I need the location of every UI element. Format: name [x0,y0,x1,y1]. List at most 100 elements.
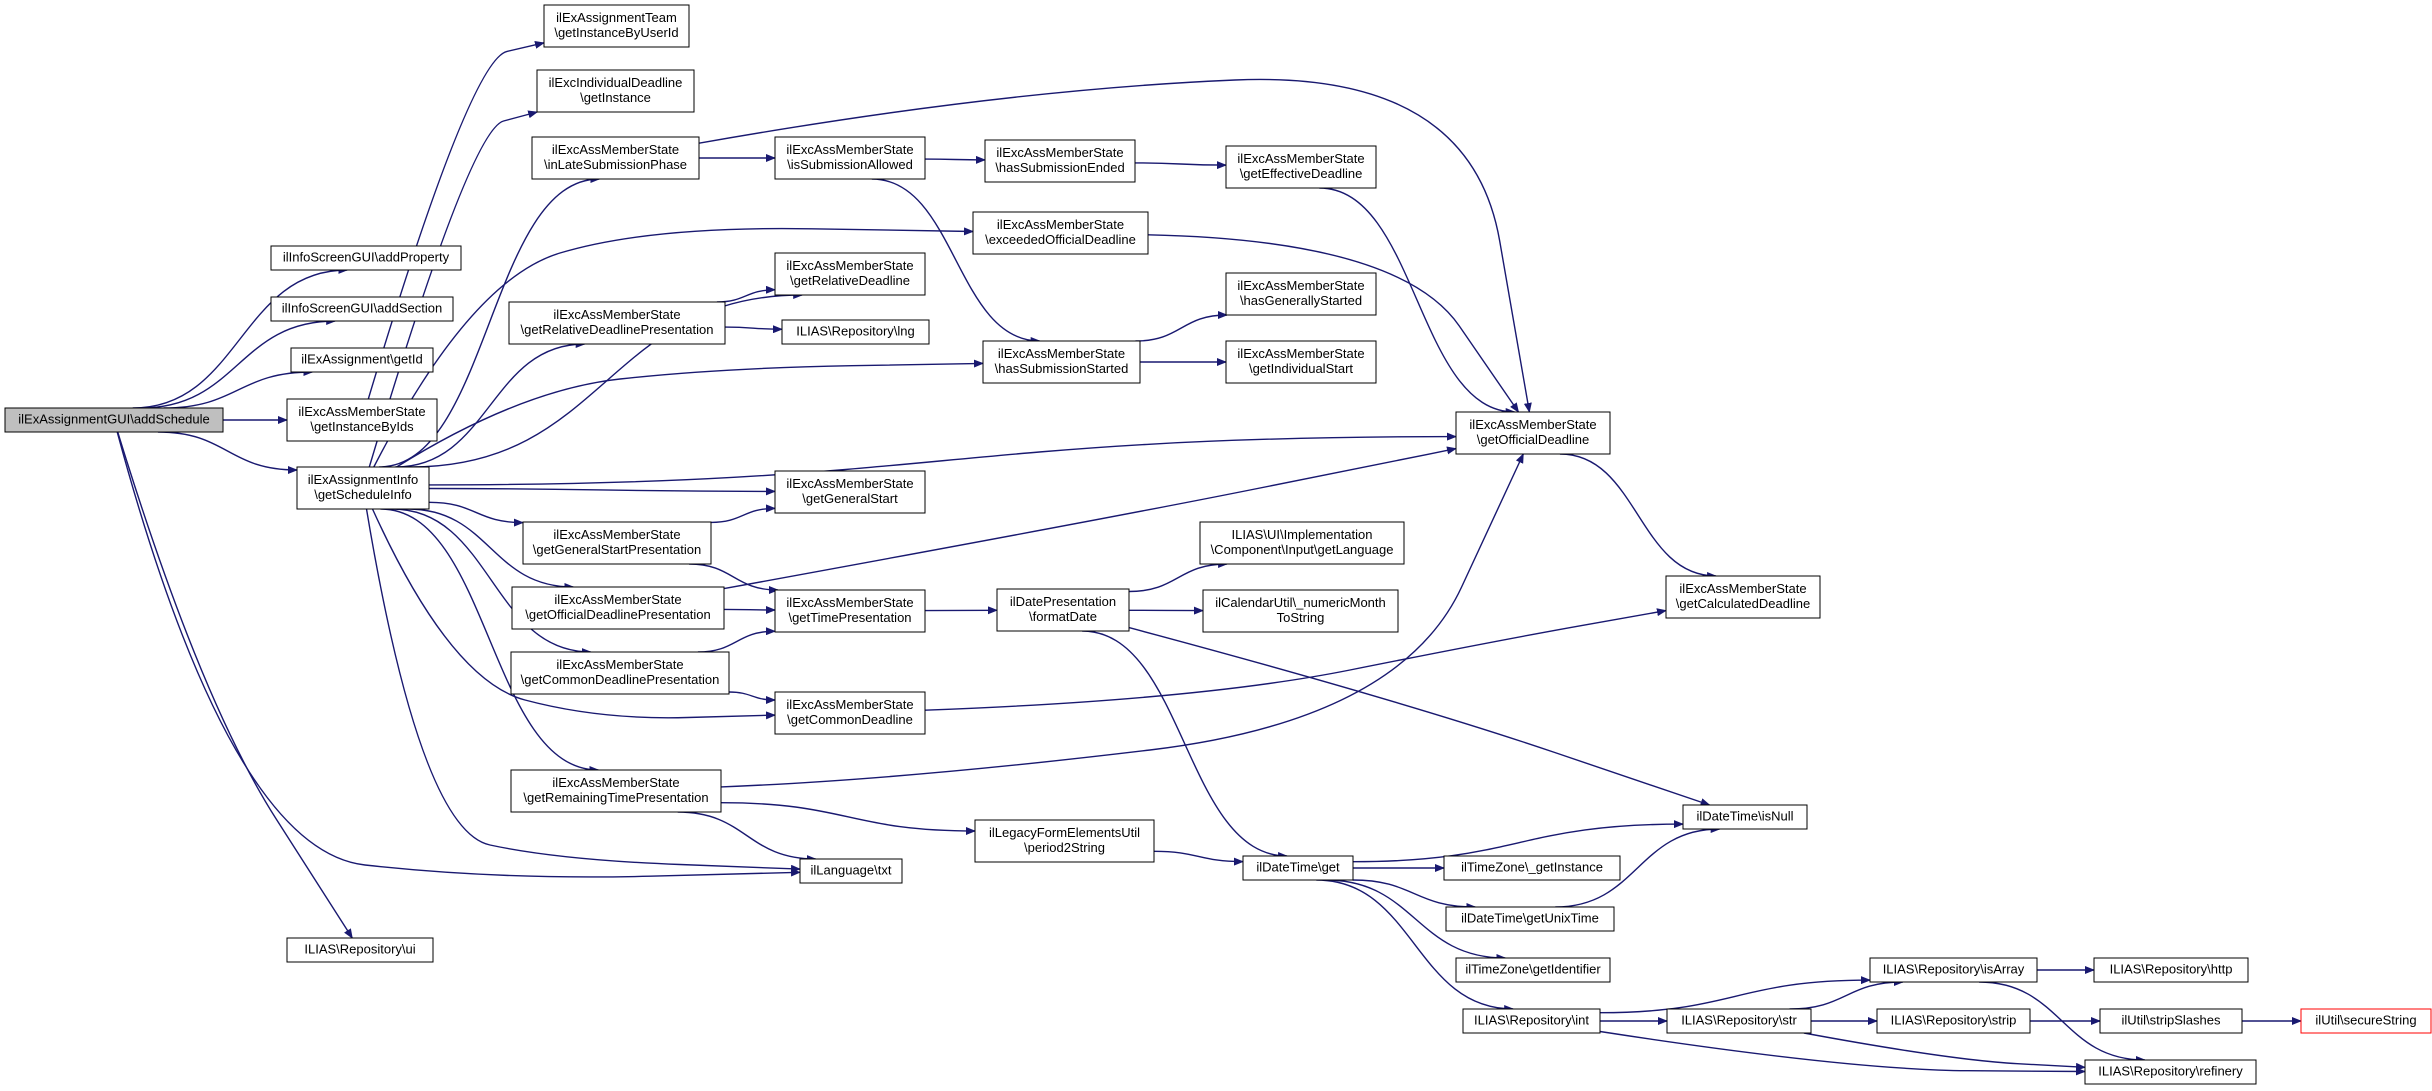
node-box-addSchedule[interactable] [4,407,224,433]
node-getInstanceByIds[interactable]: ilExcAssMemberState\getInstanceByIds [286,398,438,442]
node-box-tzGetIdentifier[interactable] [1455,957,1611,983]
node-box-repoStrip[interactable] [1876,1008,2031,1034]
node-box-repoUi[interactable] [286,937,434,963]
node-getRemTimePres[interactable]: ilExcAssMemberState\getRemainingTimePres… [510,769,722,813]
node-getIndivStart[interactable]: ilExcAssMemberState\getIndividualStart [1225,340,1377,384]
node-repoInt[interactable]: ILIAS\Repository\int [1462,1008,1601,1034]
node-repoHttp[interactable]: ILIAS\Repository\http [2093,957,2249,983]
node-getId[interactable]: ilExAssignment\getId [290,347,434,373]
node-repoUi[interactable]: ILIAS\Repository\ui [286,937,434,963]
node-getCalcDeadline[interactable]: ilExcAssMemberState\getCalculatedDeadlin… [1665,575,1821,619]
node-teamGetInstance[interactable]: ilExAssignmentTeam\getInstanceByUserId [543,4,690,48]
node-box-getRemTimePres[interactable] [510,769,722,813]
node-box-repoLng[interactable] [781,319,930,345]
node-getGenStartPres[interactable]: ilExcAssMemberState\getGeneralStartPrese… [522,521,712,565]
node-box-repoStr[interactable] [1666,1008,1812,1034]
node-dtGet[interactable]: ilDateTime\get [1242,855,1354,881]
node-repoStrip[interactable]: ILIAS\Repository\strip [1876,1008,2031,1034]
node-period2String[interactable]: ilLegacyFormElementsUtil\period2String [974,819,1155,863]
node-box-isNull[interactable] [1682,804,1808,830]
node-getComDeadlinePres[interactable]: ilExcAssMemberState\getCommonDeadlinePre… [510,651,730,695]
node-box-hasGenStarted[interactable] [1225,272,1377,316]
node-box-inLateSubmission[interactable] [531,136,700,180]
node-box-repoIsArray[interactable] [1869,957,2038,983]
node-formatDate[interactable]: ilDatePresentation\formatDate [996,588,1130,632]
node-box-getScheduleInfo[interactable] [296,466,430,510]
node-box-getEffDeadline[interactable] [1225,145,1377,189]
node-box-hasSubEnded[interactable] [984,139,1136,183]
node-inLateSubmission[interactable]: ilExcAssMemberState\inLateSubmissionPhas… [531,136,700,180]
node-repoRefinery[interactable]: ILIAS\Repository\refinery [2084,1059,2257,1085]
node-box-uiGetLanguage[interactable] [1199,521,1405,565]
node-box-stripSlashes[interactable] [2099,1008,2243,1034]
node-tzGetIdentifier[interactable]: ilTimeZone\getIdentifier [1455,957,1611,983]
node-box-getIndivStart[interactable] [1225,340,1377,384]
node-label: ilExcAssMemberState [298,404,425,419]
node-box-indivDeadline[interactable] [536,69,695,113]
node-addProperty[interactable]: ilInfoScreenGUI\addProperty [270,245,462,271]
node-indivDeadline[interactable]: ilExcIndividualDeadline\getInstance [536,69,695,113]
node-box-getRelDeadline[interactable] [774,252,926,296]
node-getEffDeadline[interactable]: ilExcAssMemberState\getEffectiveDeadline [1225,145,1377,189]
node-box-tzGetInstance[interactable] [1443,855,1621,881]
node-box-getUnixTime[interactable] [1445,906,1615,932]
node-box-langTxt[interactable] [799,858,903,884]
node-box-getTimePres[interactable] [774,589,926,633]
node-getRelDeadlinePres[interactable]: ilExcAssMemberState\getRelativeDeadlineP… [508,301,726,345]
edge-repoInt-to-repoIsArray [1599,976,1871,1014]
node-getGenStart[interactable]: ilExcAssMemberState\getGeneralStart [774,470,926,514]
node-box-getInstanceByIds[interactable] [286,398,438,442]
node-box-isSubAllowed[interactable] [774,136,926,180]
node-getOffDeadlinePres[interactable]: ilExcAssMemberState\getOfficialDeadlineP… [511,586,725,630]
node-hasSubStarted[interactable]: ilExcAssMemberState\hasSubmissionStarted [982,340,1141,384]
node-box-formatDate[interactable] [996,588,1130,632]
node-box-getId[interactable] [290,347,434,373]
node-box-getOffDeadlinePres[interactable] [511,586,725,630]
node-box-secureString[interactable] [2300,1008,2432,1034]
node-getComDeadline[interactable]: ilExcAssMemberState\getCommonDeadline [774,691,926,735]
node-box-addProperty[interactable] [270,245,462,271]
node-addSection[interactable]: ilInfoScreenGUI\addSection [270,296,454,322]
node-isNull[interactable]: ilDateTime\isNull [1682,804,1808,830]
node-box-getOffDeadline[interactable] [1455,411,1611,455]
node-isSubAllowed[interactable]: ilExcAssMemberState\isSubmissionAllowed [774,136,926,180]
node-tzGetInstance[interactable]: ilTimeZone\_getInstance [1443,855,1621,881]
node-box-addSection[interactable] [270,296,454,322]
node-repoLng[interactable]: ILIAS\Repository\lng [781,319,930,345]
node-box-getComDeadlinePres[interactable] [510,651,730,695]
node-langTxt[interactable]: ilLanguage\txt [799,858,903,884]
node-getUnixTime[interactable]: ilDateTime\getUnixTime [1445,906,1615,932]
node-uiGetLanguage[interactable]: ILIAS\UI\Implementation\Component\Input\… [1199,521,1405,565]
node-stripSlashes[interactable]: ilUtil\stripSlashes [2099,1008,2243,1034]
node-box-getCalcDeadline[interactable] [1665,575,1821,619]
edge-repoInt-to-repoRefinery [1599,1030,2086,1076]
node-box-exceededOff[interactable] [972,211,1149,255]
node-box-repoInt[interactable] [1462,1008,1601,1034]
node-box-repoHttp[interactable] [2093,957,2249,983]
node-box-getRelDeadlinePres[interactable] [508,301,726,345]
node-getOffDeadline[interactable]: ilExcAssMemberState\getOfficialDeadline [1455,411,1611,455]
node-getScheduleInfo[interactable]: ilExAssignmentInfo\getScheduleInfo [296,466,430,510]
node-repoIsArray[interactable]: ILIAS\Repository\isArray [1869,957,2038,983]
node-label: ilExcAssMemberState [998,346,1125,361]
node-box-getGenStartPres[interactable] [522,521,712,565]
node-label: ilLanguage\txt [811,863,892,878]
node-box-hasSubStarted[interactable] [982,340,1141,384]
node-exceededOff[interactable]: ilExcAssMemberState\exceededOfficialDead… [972,211,1149,255]
node-addSchedule[interactable]: ilExAssignmentGUI\addSchedule [4,407,224,433]
node-box-getGenStart[interactable] [774,470,926,514]
node-secureString[interactable]: ilUtil\secureString [2300,1008,2432,1034]
node-box-teamGetInstance[interactable] [543,4,690,48]
node-hasGenStarted[interactable]: ilExcAssMemberState\hasGenerallyStarted [1225,272,1377,316]
node-hasSubEnded[interactable]: ilExcAssMemberState\hasSubmissionEnded [984,139,1136,183]
node-getTimePres[interactable]: ilExcAssMemberState\getTimePresentation [774,589,926,633]
edge-getGenStartPres-to-getTimePres [688,563,779,594]
node-box-numericMonth[interactable] [1202,589,1399,633]
node-box-dtGet[interactable] [1242,855,1354,881]
node-getRelDeadline[interactable]: ilExcAssMemberState\getRelativeDeadline [774,252,926,296]
node-repoStr[interactable]: ILIAS\Repository\str [1666,1008,1812,1034]
node-box-getComDeadline[interactable] [774,691,926,735]
node-box-repoRefinery[interactable] [2084,1059,2257,1085]
node-box-period2String[interactable] [974,819,1155,863]
